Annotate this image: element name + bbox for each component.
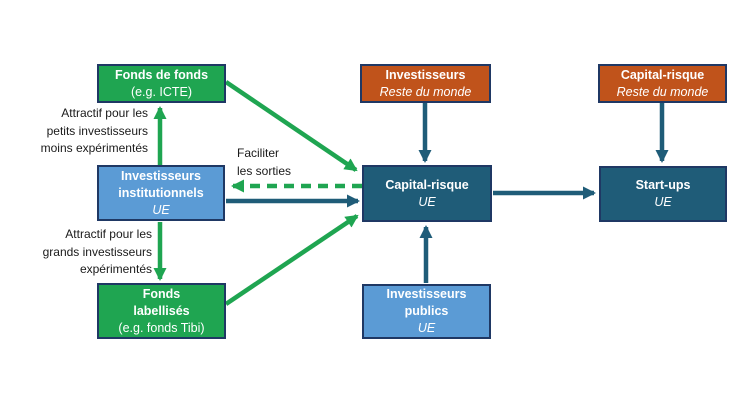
annotation-large-investors: Attractif pour les grands investisseurs … xyxy=(10,226,152,279)
box-investisseurs-publics: Investisseurs publics UE xyxy=(362,284,491,339)
box-capital-risque-ue-region: UE xyxy=(418,194,436,209)
box-fonds-labellises-note: (e.g. fonds Tibi) xyxy=(118,320,205,335)
box-startups-region: UE xyxy=(654,195,672,209)
box-fonds-de-fonds: Fonds de fonds (e.g. ICTE) xyxy=(97,64,226,103)
box-capital-risque-rdm-region: Reste du monde xyxy=(616,84,709,99)
annotation-small-investors-line3: moins expérimentés xyxy=(40,141,148,155)
box-investisseurs-institutionnels-line2: institutionnels xyxy=(118,185,204,200)
box-fonds-de-fonds-title: Fonds de fonds xyxy=(114,67,209,82)
annotation-large-investors-line1: Attractif pour les xyxy=(65,227,152,241)
annotation-small-investors-line2: petits investisseurs xyxy=(46,123,148,138)
box-capital-risque-ue-title: Capital-risque xyxy=(385,177,469,192)
box-fonds-labellises: Fonds labellisés (e.g. fonds Tibi) xyxy=(97,283,226,339)
annotation-faciliter-les-sorties: Faciliter les sorties xyxy=(237,145,327,180)
box-startups-ue: Start-ups UE xyxy=(599,166,727,222)
box-investisseurs-publics-line2: publics xyxy=(404,304,449,318)
box-investisseurs-institutionnels-region: UE xyxy=(152,202,170,217)
box-startups-title: Start-ups xyxy=(635,178,691,192)
arrow-fonds-labellises-to-capital-risque-ue xyxy=(224,214,359,306)
box-fonds-de-fonds-note: (e.g. ICTE) xyxy=(130,84,193,99)
box-investisseurs-publics-line1: Investisseurs xyxy=(386,287,467,301)
box-investisseurs-institutionnels: Investisseurs institutionnels UE xyxy=(97,165,225,221)
box-investisseurs-rdm-title: Investisseurs xyxy=(385,67,466,82)
box-capital-risque-rdm-title: Capital-risque xyxy=(620,67,705,82)
box-fonds-labellises-line2: labellisés xyxy=(133,303,190,318)
arrow-fonds-de-fonds-to-capital-risque-ue xyxy=(224,80,358,172)
annotation-large-investors-line3: expérimentés xyxy=(79,262,152,276)
box-investisseurs-reste-du-monde: Investisseurs Reste du monde xyxy=(360,64,491,103)
box-investisseurs-institutionnels-line1: Investisseurs xyxy=(121,168,201,183)
annotation-faciliter-line1: Faciliter xyxy=(237,146,280,160)
box-capital-risque-reste-du-monde: Capital-risque Reste du monde xyxy=(598,64,727,103)
box-investisseurs-publics-region: UE xyxy=(417,321,436,335)
box-capital-risque-ue: Capital-risque UE xyxy=(362,165,492,222)
annotation-large-investors-line2: grands investisseurs xyxy=(42,244,152,259)
annotation-faciliter-line2: les sorties xyxy=(237,163,292,178)
annotation-small-investors-line1: Attractif pour les xyxy=(61,106,148,120)
box-investisseurs-rdm-region: Reste du monde xyxy=(379,84,472,99)
annotation-small-investors: Attractif pour les petits investisseurs … xyxy=(8,105,148,158)
box-fonds-labellises-line1: Fonds xyxy=(142,286,181,301)
